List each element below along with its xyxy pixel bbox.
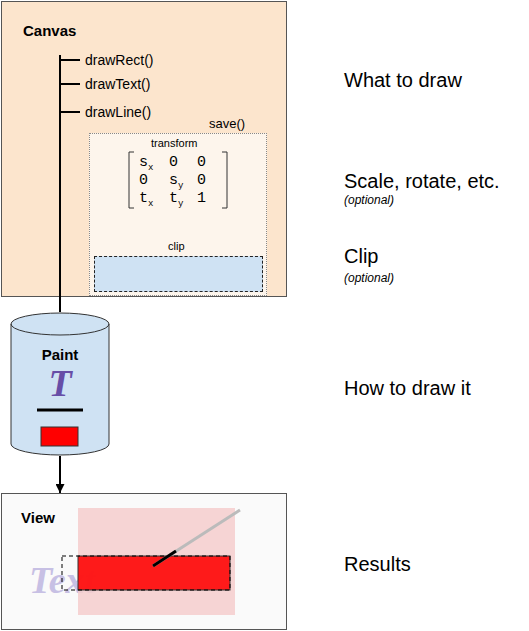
box-heading: clip: [168, 240, 185, 253]
clip-box: clip: [94, 256, 263, 292]
text-symbol: T: [10, 364, 110, 402]
paint-cylinder: PaintT: [10, 312, 110, 456]
branch-tick: [60, 59, 80, 61]
trunk-line: [59, 55, 61, 297]
clipped-line: [153, 551, 176, 566]
stage-caption: Results: [344, 553, 411, 576]
optional-note: (optional): [344, 194, 394, 208]
connector-line: [59, 456, 61, 493]
view-box: ViewText: [1, 493, 287, 630]
cylinder-body: [11, 313, 109, 455]
optional-note: (optional): [344, 272, 394, 286]
box-title: View: [21, 509, 55, 526]
canvas-box: clipsave()Canvas: [1, 1, 287, 297]
box-heading: save(): [209, 117, 245, 132]
cylinder-rim: [11, 324, 109, 335]
fill-sample: [41, 427, 78, 446]
matrix-bracket: [129, 152, 134, 208]
box-title: Canvas: [23, 22, 76, 39]
branch-tick: [60, 83, 80, 85]
matrix-bracket: [222, 152, 227, 208]
save-box: clipsave(): [89, 133, 267, 296]
stage-caption: What to draw: [344, 69, 462, 92]
stage-caption: Clip: [344, 245, 378, 268]
drawn-rect: [78, 556, 230, 590]
stage-caption: How to draw it: [344, 377, 471, 400]
branch-tick: [60, 111, 80, 113]
rendered-text: Text: [29, 561, 95, 599]
connector-line: [59, 297, 61, 312]
paint-area: [78, 508, 235, 615]
box-title: Paint: [10, 346, 110, 363]
stage-caption: Scale, rotate, etc.: [344, 170, 500, 193]
stroke-sample: [37, 409, 83, 412]
clip-outline: [62, 556, 230, 590]
drawn-line: [153, 510, 240, 566]
